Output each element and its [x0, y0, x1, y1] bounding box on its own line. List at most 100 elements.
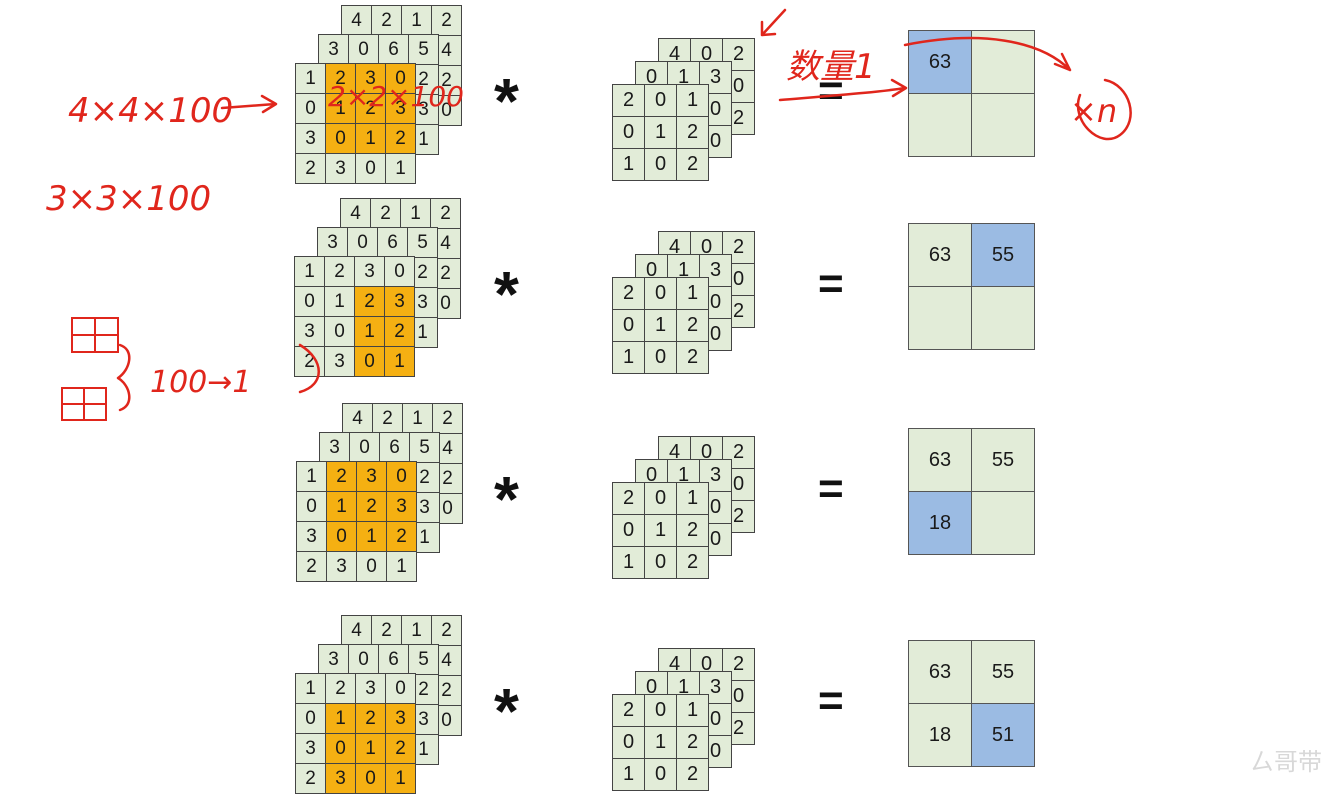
grid-cell: 1 — [294, 256, 325, 287]
grid-cell: 1 — [325, 93, 356, 124]
output-size-note: 2×2×100 — [328, 80, 464, 113]
multiply-operator: * — [494, 65, 519, 137]
arrow-into-kernel — [760, 8, 787, 37]
grid-cell: 0 — [296, 491, 327, 522]
grid-cell: 1 — [385, 153, 416, 184]
grid-cell: 2 — [295, 763, 326, 794]
grid-cell: 0 — [385, 673, 416, 704]
grid-cell: 3 — [326, 551, 357, 582]
result-cell — [971, 93, 1035, 157]
grid-cell: 5 — [407, 227, 438, 258]
grid-cell: 3 — [699, 459, 732, 492]
grid-cell: 0 — [644, 482, 677, 515]
input-size-note: 4×4×100 — [68, 91, 233, 131]
grid-cell: 0 — [355, 153, 386, 184]
equals-operator: = — [818, 66, 844, 115]
grid-cell: 6 — [379, 432, 410, 463]
result-cell — [971, 286, 1035, 350]
grid-cell: 2 — [722, 648, 755, 681]
multiply-operator: * — [494, 675, 519, 747]
result-cell: 55 — [971, 640, 1035, 704]
grid-cell: 0 — [644, 277, 677, 310]
grid-cell: 2 — [432, 403, 463, 434]
grid-cell: 2 — [296, 551, 327, 582]
grid-cell: 0 — [644, 546, 677, 579]
grid-cell: 2 — [325, 673, 356, 704]
equals-operator: = — [818, 259, 844, 308]
grid-cell: 0 — [295, 703, 326, 734]
brace-sum — [116, 343, 131, 412]
grid-cell: 1 — [612, 341, 645, 374]
grid-cell: 0 — [644, 341, 677, 374]
result-cell: 55 — [971, 223, 1035, 287]
grid-cell: 3 — [384, 286, 415, 317]
grid-cell: 1 — [354, 316, 385, 347]
grid-cell: 2 — [676, 116, 709, 149]
grid-cell: 2 — [676, 148, 709, 181]
grid-cell: 2 — [612, 482, 645, 515]
grid-cell: 2 — [431, 615, 462, 646]
grid-cell: 2 — [676, 726, 709, 759]
grid-cell: 2 — [676, 341, 709, 374]
result-cell — [971, 491, 1035, 555]
grid-cell: 3 — [295, 733, 326, 764]
grid-cell: 0 — [612, 309, 645, 342]
grid-cell: 2 — [354, 286, 385, 317]
paren-sum — [298, 343, 320, 394]
grid-cell: 3 — [699, 254, 732, 287]
grid-cell: 0 — [349, 432, 380, 463]
grid-cell: 2 — [612, 694, 645, 727]
grid-cell: 1 — [676, 482, 709, 515]
equals-operator: = — [818, 676, 844, 725]
grid-cell: 0 — [326, 521, 357, 552]
grid-cell: 0 — [295, 93, 326, 124]
grid-cell: 3 — [356, 461, 387, 492]
grid-cell: 1 — [676, 84, 709, 117]
grid-cell: 1 — [295, 673, 326, 704]
result-cell: 63 — [908, 640, 972, 704]
grid-cell: 1 — [644, 726, 677, 759]
grid-cell: 2 — [325, 63, 356, 94]
arrow-to-input — [220, 94, 278, 114]
grid-cell: 2 — [385, 733, 416, 764]
grid-cell: 1 — [384, 346, 415, 377]
grid-cell: 2 — [676, 514, 709, 547]
grid-cell: 2 — [355, 703, 386, 734]
grid-cell: 4 — [341, 5, 372, 36]
grid-cell: 1 — [386, 551, 417, 582]
result-cell: 18 — [908, 703, 972, 767]
multiply-operator: * — [494, 258, 519, 330]
grid-cell: 2 — [676, 546, 709, 579]
grid-cell: 0 — [644, 148, 677, 181]
grid-cell: 4 — [341, 615, 372, 646]
grid-cell: 0 — [385, 63, 416, 94]
grid-cell: 1 — [676, 694, 709, 727]
grid-cell: 2 — [356, 491, 387, 522]
grid-cell: 1 — [644, 514, 677, 547]
grid-cell: 1 — [676, 277, 709, 310]
grid-cell: 3 — [318, 34, 349, 65]
result-cell — [908, 93, 972, 157]
grid-cell: 2 — [324, 256, 355, 287]
watermark: ㄙ哥带 — [1250, 748, 1322, 776]
grid-cell: 2 — [355, 93, 386, 124]
grid-cell: 3 — [355, 673, 386, 704]
grid-cell: 5 — [408, 34, 439, 65]
grid-cell: 0 — [347, 227, 378, 258]
grid-cell: 1 — [385, 763, 416, 794]
grid-cell: 0 — [325, 733, 356, 764]
count-note: 数量1 — [786, 47, 876, 87]
grid-cell: 3 — [386, 491, 417, 522]
grid-cell: 0 — [612, 726, 645, 759]
kernel-size-note: 3×3×100 — [46, 179, 211, 219]
arrow-count-to-result — [778, 78, 908, 102]
result-cell: 18 — [908, 491, 972, 555]
scribble-glyphs — [61, 317, 119, 421]
result-cell: 63 — [908, 428, 972, 492]
equals-operator: = — [818, 464, 844, 513]
result-cell: 51 — [971, 703, 1035, 767]
result-cell: 55 — [971, 428, 1035, 492]
n-note: ×n — [1070, 92, 1117, 130]
grid-cell: 1 — [612, 758, 645, 791]
grid-cell: 0 — [644, 84, 677, 117]
